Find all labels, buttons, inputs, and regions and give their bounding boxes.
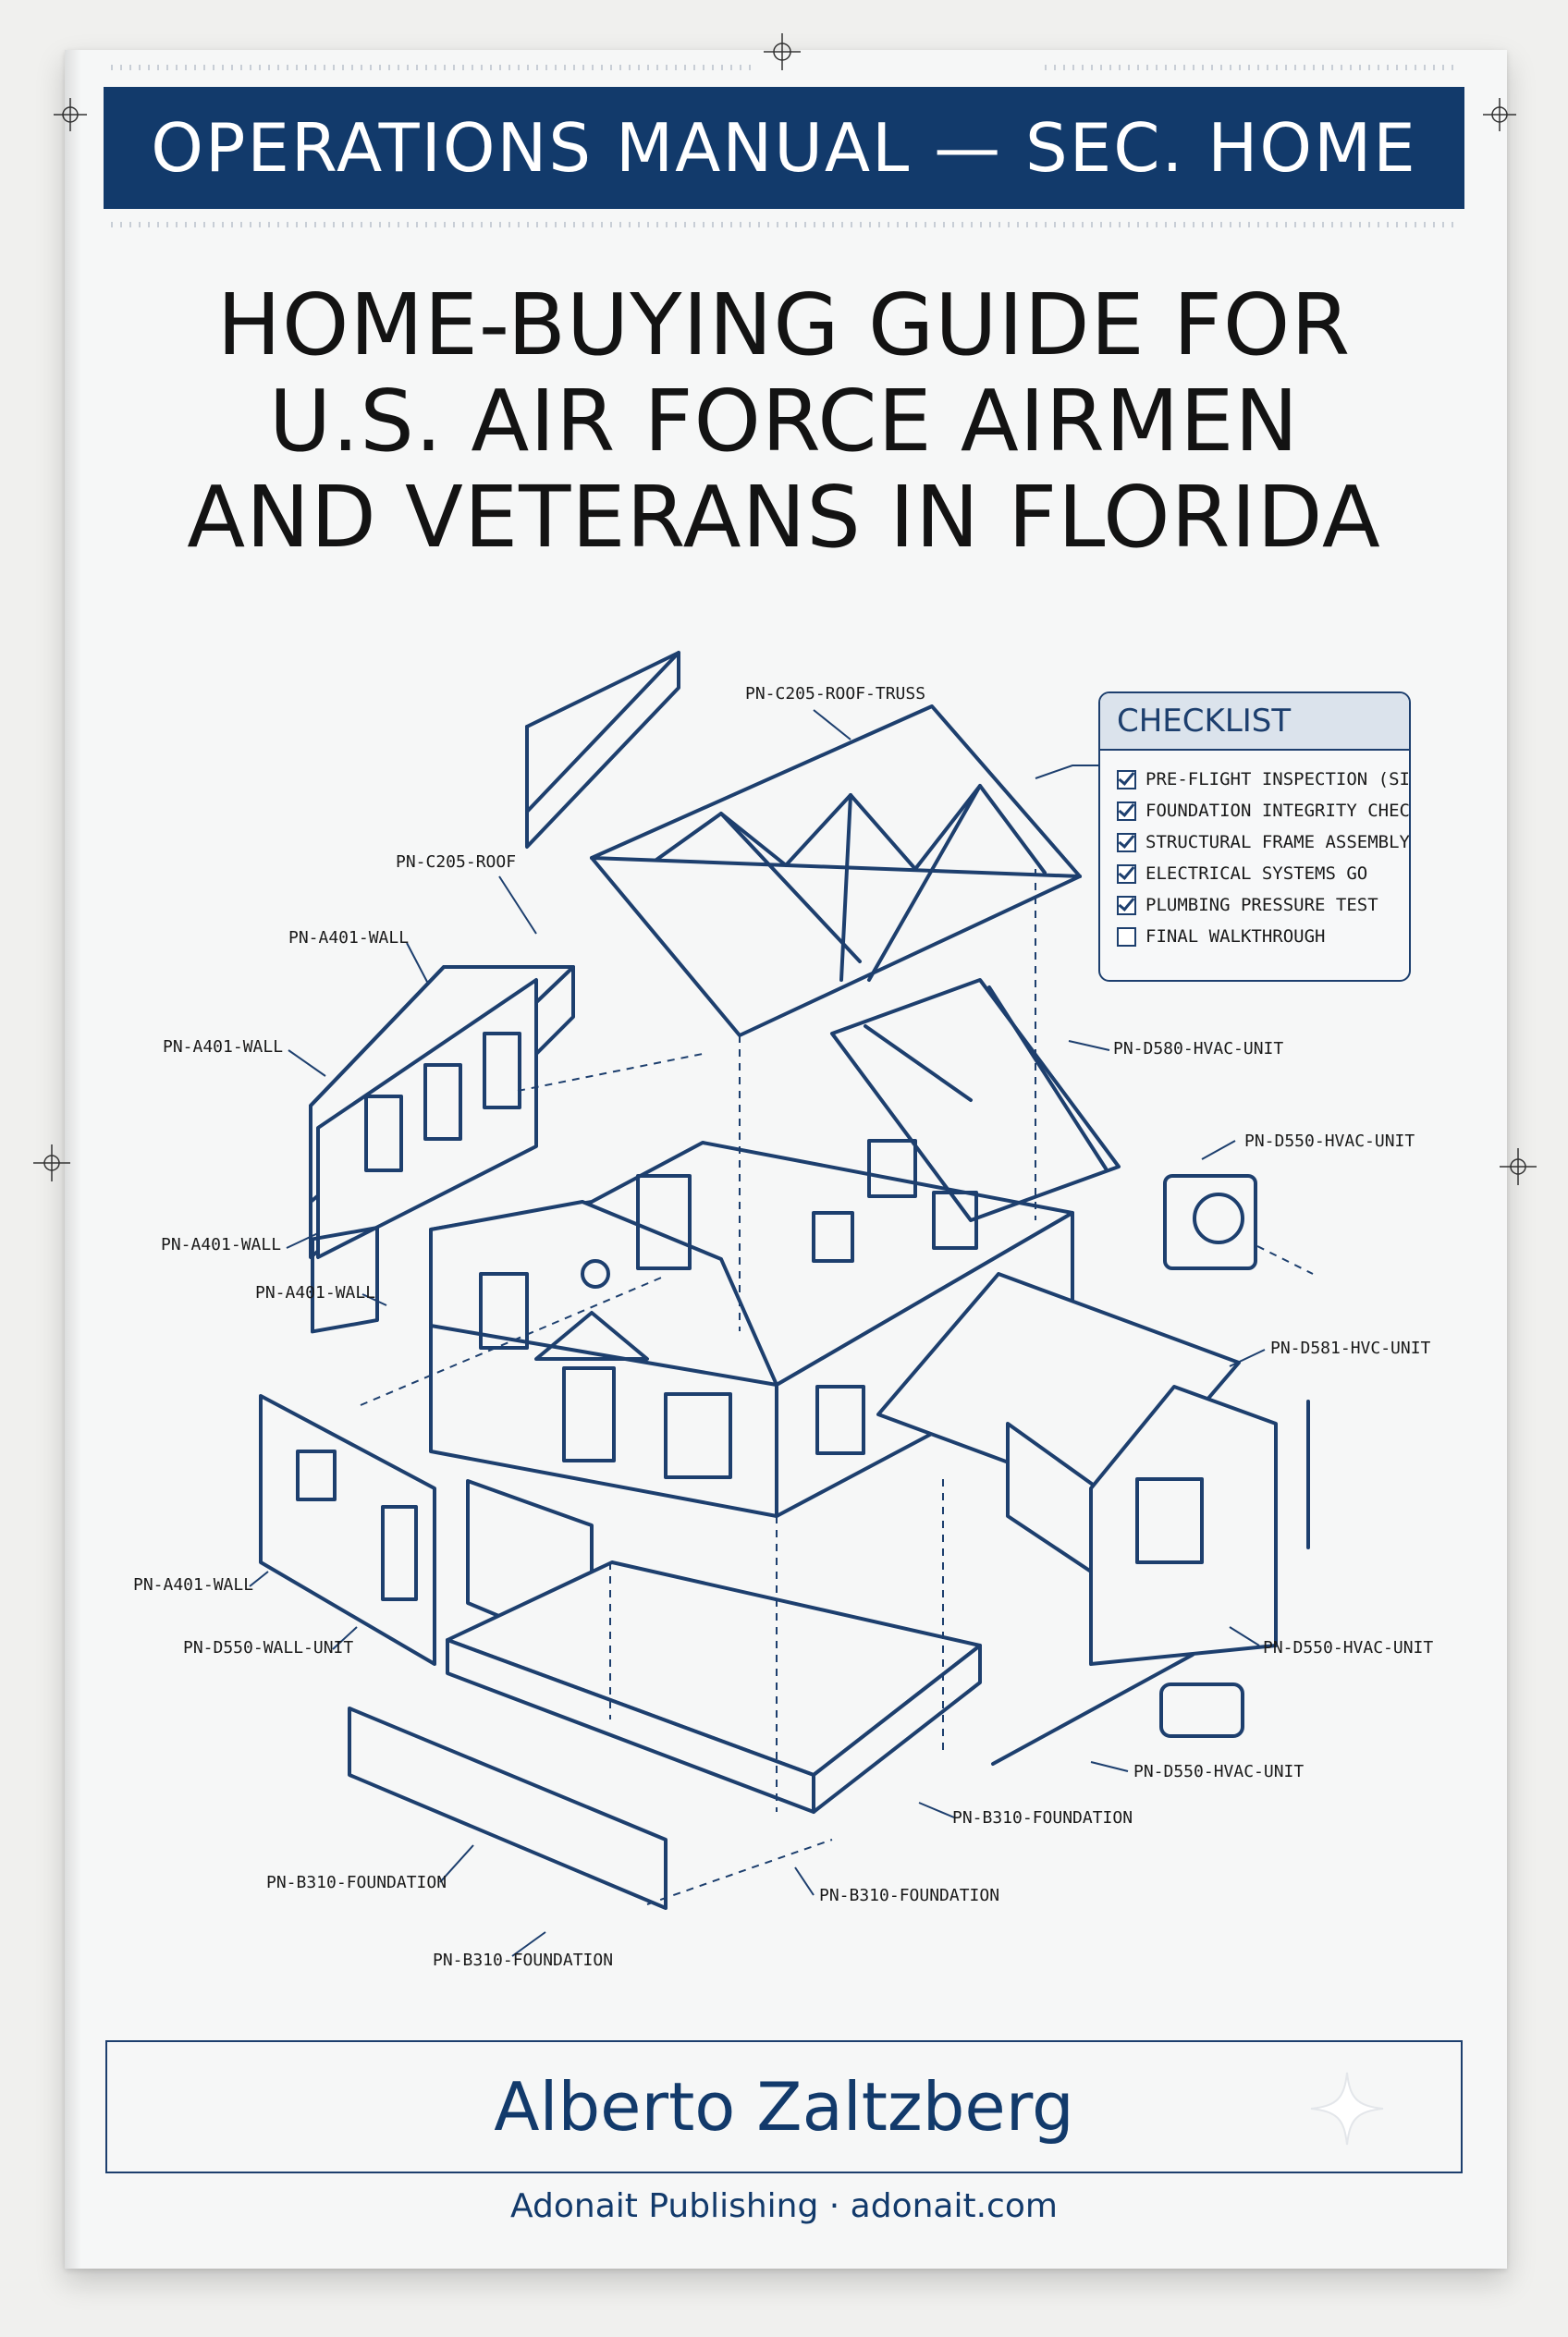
checkbox-icon: [1117, 863, 1136, 884]
callout-wall-5: PN-A401-WALL: [133, 1575, 254, 1595]
book-title: HOME-BUYING GUIDE FOR U.S. AIR FORCE AIR…: [104, 277, 1464, 566]
checkbox-icon: [1117, 832, 1136, 852]
checkbox-icon: [1117, 769, 1136, 789]
checkbox-icon: [1117, 801, 1136, 821]
foundation-slab: [348, 1560, 982, 1910]
section-header-bar: OPERATIONS MANUAL — SEC. HOME: [104, 87, 1464, 209]
ruler-top-left: [111, 59, 758, 70]
checklist-panel: CHECKLIST PRE-FLIGHT INSPECTION (SITE) F…: [1098, 691, 1411, 982]
ruler-under-header: [111, 222, 1461, 233]
callout-foundation-1: PN-B310-FOUNDATION: [952, 1808, 1133, 1828]
callout-wall-3: PN-A401-WALL: [161, 1235, 282, 1254]
hvac-units: [864, 985, 1257, 1766]
left-wall-panel: [309, 965, 575, 1259]
ruler-top-right: [1045, 59, 1461, 70]
callout-hvac-4: PN-D550-HVAC-UNIT: [1133, 1762, 1305, 1781]
roof-truss: [590, 704, 1082, 1037]
checklist-title: CHECKLIST: [1100, 693, 1409, 751]
callout-hvc: PN-D581-HVC-UNIT: [1270, 1339, 1431, 1358]
publisher-line: Adonait Publishing · adonait.com: [510, 2187, 1058, 2225]
book-spine-shadow: [65, 50, 81, 2269]
section-header-label: OPERATIONS MANUAL — SEC. HOME: [151, 109, 1417, 187]
callout-foundation-3: PN-B310-FOUNDATION: [266, 1873, 447, 1892]
title-line-2: U.S. AIR FORCE AIRMEN: [268, 372, 1300, 471]
construction-lines: [360, 869, 1314, 1905]
checklist-item: PLUMBING PRESSURE TEST: [1117, 889, 1409, 921]
author-box: Alberto Zaltzberg: [105, 2040, 1463, 2173]
checklist-items: PRE-FLIGHT INSPECTION (SITE) FOUNDATION …: [1100, 751, 1409, 952]
gable-roof-piece: [525, 651, 680, 849]
callout-leaders: [249, 709, 1266, 1957]
right-wing: [876, 1272, 1310, 1666]
sparkle-icon: [1310, 2072, 1384, 2146]
callout-foundation-4: PN-B310-FOUNDATION: [433, 1951, 614, 1970]
title-line-3: AND VETERANS IN FLORIDA: [187, 468, 1381, 567]
callout-wall-unit: PN-D550-WALL-UNIT: [183, 1638, 354, 1658]
checklist-item: FOUNDATION INTEGRITY CHECK: [1117, 795, 1409, 826]
callout-wall-4: PN-A401-WALL: [255, 1283, 376, 1303]
callout-roof-truss: PN-C205-ROOF-TRUSS: [745, 684, 926, 704]
checklist-item: PRE-FLIGHT INSPECTION (SITE): [1117, 764, 1409, 795]
right-roof-slab: [830, 978, 1121, 1222]
callout-hvac-1: PN-D580-HVAC-UNIT: [1113, 1039, 1284, 1058]
checklist-item: STRUCTURAL FRAME ASSEMBLY: [1117, 826, 1409, 858]
checkbox-icon: [1117, 926, 1136, 947]
callout-roof: PN-C205-ROOF: [396, 852, 517, 872]
callout-hvac-2: PN-D550-HVAC-UNIT: [1244, 1132, 1415, 1151]
checklist-item: ELECTRICAL SYSTEMS GO: [1117, 858, 1409, 889]
checklist-item: FINAL WALKTHROUGH: [1117, 921, 1409, 952]
callout-hvac-3: PN-D550-HVAC-UNIT: [1263, 1638, 1434, 1658]
title-line-1: HOME-BUYING GUIDE FOR: [216, 275, 1352, 374]
callout-foundation-2: PN-B310-FOUNDATION: [819, 1886, 1000, 1905]
checkbox-icon: [1117, 895, 1136, 915]
callout-wall-2: PN-A401-WALL: [163, 1037, 284, 1057]
author-name: Alberto Zaltzberg: [494, 2068, 1074, 2146]
registration-marks: [33, 33, 1537, 1185]
callout-wall-1: PN-A401-WALL: [288, 928, 410, 948]
